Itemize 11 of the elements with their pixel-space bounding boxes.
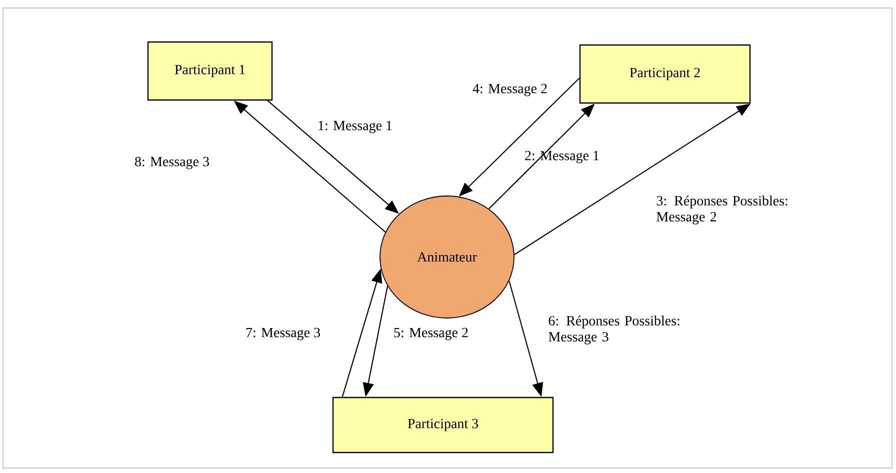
participant-box: Participant 1 <box>147 41 273 101</box>
edge-label: 5: Message 2 <box>394 328 468 340</box>
participant-box: Participant 2 <box>579 44 751 104</box>
edge-label: 1: Message 1 <box>318 120 392 134</box>
participant-box: Participant 3 <box>332 396 554 454</box>
edge-label: 2: Message 1 <box>525 150 599 164</box>
edge-label: 4: Message 2 <box>472 84 547 96</box>
edge-label: 6: Réponses Possibles: Message 3 <box>548 316 680 344</box>
edge-label: 7: Message 3 <box>246 328 320 340</box>
edge-label: 8: Message 3 <box>135 156 209 170</box>
edge-label: 3: Réponses Possibles: Message 2 <box>656 196 788 224</box>
